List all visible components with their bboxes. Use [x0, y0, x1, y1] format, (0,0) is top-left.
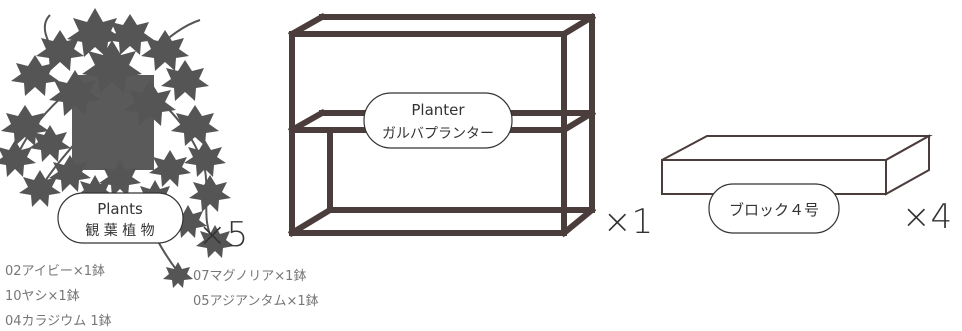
block-pill: [708, 183, 840, 234]
planter-label-en: Planter: [411, 101, 465, 119]
planter-frame: [287, 12, 597, 238]
planter-multiplier: ×1: [603, 202, 653, 242]
block-label-text: ブロック４号: [729, 201, 819, 219]
plant-leaves: [0, 8, 234, 288]
block-label: ブロック４号: [708, 183, 840, 234]
planter-pill: [363, 92, 513, 149]
list-item: 10ヤシ×1鉢: [5, 289, 80, 304]
plants-pill: [57, 192, 184, 244]
list-item: 02アイビー×1鉢: [5, 264, 105, 279]
list-item: 07マグノリア×1鉢: [193, 269, 306, 284]
plants-list-left: 02アイビー×1鉢 10ヤシ×1鉢 04カラジウム 1鉢: [5, 264, 112, 329]
planter-label-jp: ガルバプランター: [382, 126, 494, 142]
plants-label: Plants 観 葉 植 物: [57, 192, 184, 244]
plants-label-jp: 観 葉 植 物: [85, 222, 154, 239]
list-item: 04カラジウム 1鉢: [5, 314, 112, 329]
plant-illustration: [0, 8, 234, 288]
plants-multiplier: ×5: [198, 215, 248, 255]
list-item: 05アジアンタム×1鉢: [193, 294, 319, 309]
planter-label: Planter ガルバプランター: [363, 92, 513, 149]
plants-list-right: 07マグノリア×1鉢 05アジアンタム×1鉢: [193, 269, 319, 309]
block-slab: [661, 134, 933, 196]
block-multiplier: ×4: [902, 197, 952, 237]
plants-label-en: Plants: [97, 200, 143, 218]
